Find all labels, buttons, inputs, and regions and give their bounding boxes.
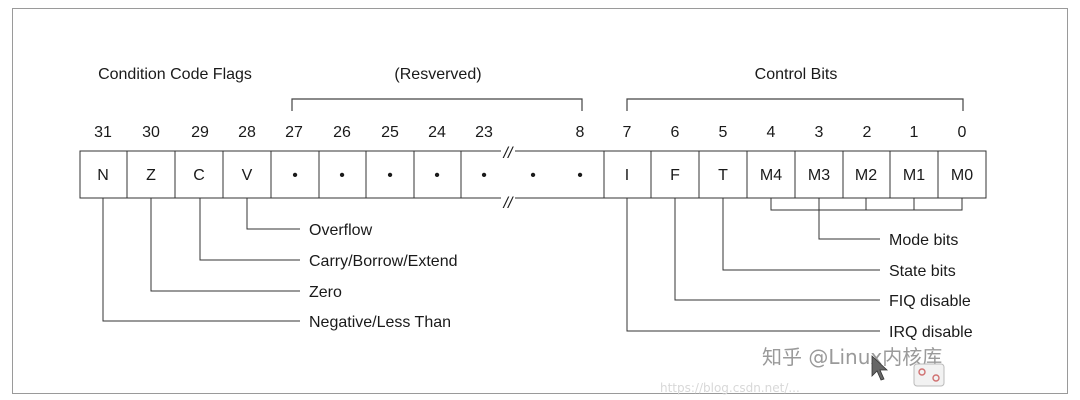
cell-reserved-dot: • [292,167,298,184]
cell-label-i: I [625,167,629,184]
register-cell [937,150,987,199]
cell-reserved-dot: • [434,167,440,184]
bit-number: 1 [910,124,919,141]
bit-number: 29 [191,124,209,141]
cell-label-v: V [242,167,253,184]
cell-label-z: Z [146,167,156,184]
bit-number: 28 [238,124,256,141]
callout-irq: IRQ disable [889,324,973,341]
register-cell [889,150,939,199]
register-cell [413,150,462,199]
bracket-reserved [291,98,583,111]
callout-zero: Zero [309,284,342,301]
callout-state: State bits [889,263,956,280]
bit-number: 25 [381,124,399,141]
bit-number: 6 [671,124,680,141]
leader-negative [102,198,300,322]
bit-number: 2 [863,124,872,141]
cell-label-m4: M4 [760,167,782,184]
watermark-url: https://blog.csdn.net/... [660,381,800,395]
group-label-reserved: (Resverved) [394,66,481,83]
cell-label-c: C [193,167,205,184]
leader-zero [150,198,300,292]
leader-carry [199,198,300,261]
bit-number: 23 [475,124,493,141]
register-cell [698,150,748,199]
callout-carry: Carry/Borrow/Extend [309,253,458,270]
bit-number: 4 [767,124,776,141]
cell-reserved-dot: • [387,167,393,184]
diagram-frame [12,8,1068,394]
cell-reserved-dot: • [530,167,536,184]
callout-negative: Negative/Less Than [309,314,451,331]
cell-label-m3: M3 [808,167,830,184]
group-label-control: Control Bits [755,66,838,83]
register-cell [365,150,415,199]
bit-number: 27 [285,124,303,141]
cell-label-n: N [97,167,109,184]
bit-number: 8 [576,124,585,141]
leader-overflow [246,198,300,230]
register-cell [318,150,367,199]
bit-number: 30 [142,124,160,141]
cell-label-f: F [670,167,680,184]
break-mark-bottom: // [503,195,514,212]
register-cell [794,150,844,199]
cell-label-m0: M0 [951,167,973,184]
callout-fiq: FIQ disable [889,293,971,310]
leader-fiq [674,198,880,301]
bit-number: 31 [94,124,112,141]
leader-irq [626,198,880,332]
cell-reserved-dot: • [339,167,345,184]
callout-mode: Mode bits [889,232,958,249]
bit-number: 0 [958,124,967,141]
break-mark-top: // [503,145,514,162]
cell-reserved-dot: • [577,167,583,184]
bit-number: 3 [815,124,824,141]
bit-number: 26 [333,124,351,141]
cell-label-m2: M2 [855,167,877,184]
register-row: // // N Z C V • • • • • • • I F T M4 M3 … [79,143,987,212]
register-cell-reserved-span [460,150,605,199]
bit-number: 24 [428,124,446,141]
watermark-logo-icon [913,363,945,387]
cell-reserved-dot: • [481,167,487,184]
register-cell [650,150,700,199]
register-cell [222,150,272,199]
leader-mode [818,210,880,240]
cell-label-t: T [718,167,728,184]
register-cell [126,150,176,199]
bracket-control [626,98,964,111]
group-label-condition: Condition Code Flags [98,66,252,83]
break-gap [501,143,515,206]
cell-label-m1: M1 [903,167,925,184]
leader-state [722,198,880,271]
register-cell [842,150,891,199]
bit-number: 7 [623,124,632,141]
bit-number: 5 [719,124,728,141]
bit-number-row: 31 30 29 28 27 26 25 24 23 8 7 6 5 4 3 2… [94,124,966,141]
callout-overflow: Overflow [309,222,373,239]
cursor-icon [871,355,889,381]
watermark-brand: 知乎 @Linux内核库 [762,345,942,369]
register-cell [270,150,320,199]
